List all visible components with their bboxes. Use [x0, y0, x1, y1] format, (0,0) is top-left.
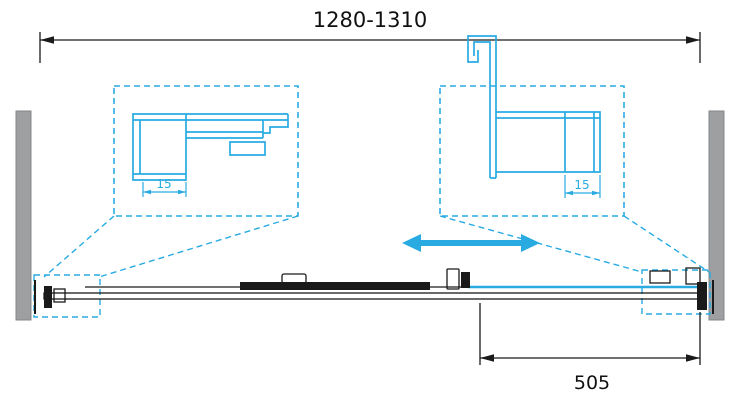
detail-box-right	[439, 85, 625, 217]
panel-width-label: 505	[574, 372, 610, 394]
door-assembly	[34, 267, 714, 314]
dim-arrow-right	[686, 36, 700, 44]
left-end-profile	[44, 286, 52, 308]
roller-bracket-2	[446, 268, 460, 290]
overall-width-dimension-lines	[39, 32, 701, 63]
dim-arrow	[565, 190, 573, 196]
dim-arrow-right	[686, 354, 700, 362]
left-depth-dimension: 15	[142, 177, 187, 197]
detail-source-box-right	[641, 269, 711, 315]
wall-anchor-lines	[34, 280, 714, 314]
detail-callout-right: 15	[439, 35, 711, 315]
detail-projection-lines-left	[43, 215, 299, 278]
dim-arrow-left	[480, 354, 494, 362]
arrow-head-left	[402, 234, 421, 252]
slide-direction-arrow	[402, 234, 540, 252]
left-depth-label: 15	[156, 177, 171, 191]
left-end-bracket	[53, 288, 66, 303]
roller-bracket-3	[649, 270, 671, 284]
wall-profile-left	[15, 110, 32, 321]
roller-block	[461, 272, 470, 288]
wall-bar-right	[708, 110, 725, 321]
dim-arrow	[178, 189, 186, 195]
bottom-rail	[43, 292, 707, 300]
top-rail-profile-section-left	[132, 113, 289, 181]
frame-profile-outer-right	[467, 35, 497, 178]
right-depth-label: 15	[574, 178, 589, 192]
sliding-panel-bar	[240, 282, 430, 290]
detail-projection-lines-right	[439, 215, 710, 273]
dim-arrow-left	[40, 36, 54, 44]
dim-arrow	[592, 190, 600, 196]
door-width-dimension: 505	[479, 303, 701, 394]
detail-callout-left: 15	[33, 85, 299, 318]
dim-arrow	[143, 189, 151, 195]
roller-bracket-1	[281, 273, 307, 284]
detail-box-left	[113, 85, 299, 217]
right-end-profile	[697, 282, 707, 310]
wall-profile-right	[708, 110, 725, 321]
overall-width-label: 1280-1310	[313, 8, 427, 32]
door-width-dimension-lines	[479, 303, 701, 365]
arrow-head-right	[521, 234, 540, 252]
wall-bar-left	[15, 110, 32, 321]
overall-width-dimension: 1280-1310	[39, 8, 701, 63]
roller-bracket-4	[685, 267, 701, 285]
right-depth-dimension: 15	[564, 175, 601, 198]
frame-profile-inner-right	[473, 41, 491, 178]
glass-corner-section-right	[490, 111, 601, 179]
